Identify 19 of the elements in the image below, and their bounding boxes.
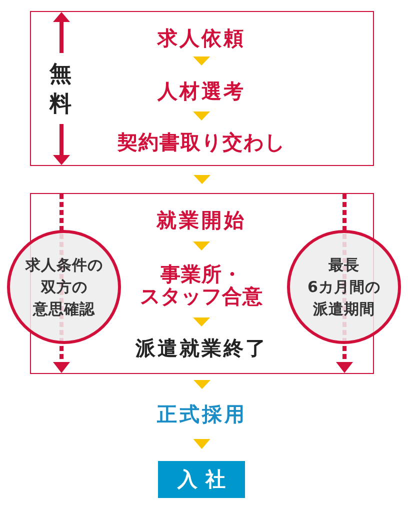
section-frame bbox=[30, 11, 374, 166]
arrow bbox=[193, 242, 210, 250]
arrow bbox=[194, 380, 210, 389]
step-label: 就業開始 bbox=[156, 210, 246, 230]
arrow bbox=[194, 175, 210, 184]
step-label: 派遣就業終了 bbox=[136, 338, 268, 358]
arrow bbox=[193, 318, 210, 326]
step-label: 事業所・スタッフ合意 bbox=[134, 262, 270, 306]
arrow bbox=[193, 56, 210, 66]
step-box: 入社 bbox=[158, 461, 245, 498]
side-label: 無料 bbox=[49, 61, 72, 119]
step-label: 契約書取り交わし bbox=[118, 132, 286, 152]
note-circle: 最長6カ月間の派遣期間 bbox=[287, 230, 401, 344]
arrow bbox=[193, 112, 210, 120]
note-circle: 求人条件の双方の意思確認 bbox=[7, 230, 121, 344]
step-label: 人材選考 bbox=[158, 80, 246, 100]
step-label: 求人依頼 bbox=[158, 28, 246, 48]
arrow bbox=[193, 439, 210, 449]
step-label: 正式採用 bbox=[157, 404, 247, 424]
